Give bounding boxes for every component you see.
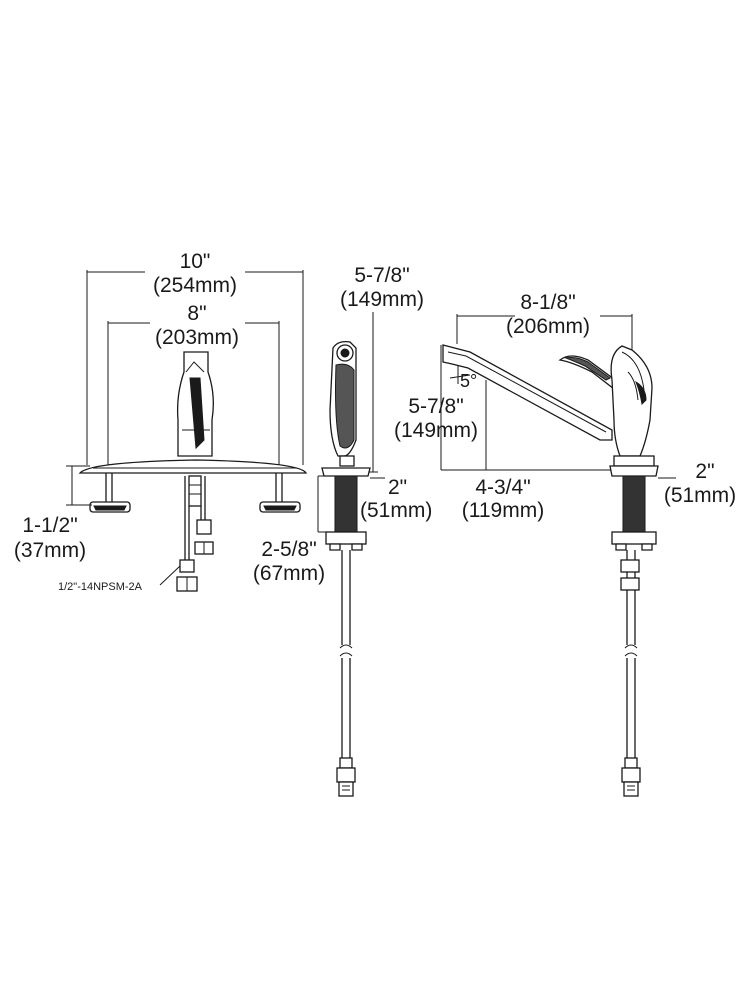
sprayer-shank-mm: (67mm) (253, 562, 325, 585)
side-reach-mm: (119mm) (462, 499, 544, 522)
valve-housing (610, 345, 653, 457)
side-view: 8-1/8" (206mm) 5° 5-7/8" (149mm) 4-3/4" … (394, 291, 736, 797)
side-spout-height-mm: (149mm) (394, 419, 478, 442)
connection-note: 1/2"-14NPSM-2A (58, 581, 143, 593)
sprayer-height-mm: (149mm) (340, 288, 424, 311)
sprayer-view: 5-7/8" (149mm) 2" (51mm) 2-5/8" (67mm) (253, 264, 432, 797)
sprayer-base-mm: (51mm) (360, 499, 432, 522)
front-view: 10" (254mm) 8" (203mm) 1-1/2" (37mm) 1/2… (14, 250, 308, 593)
side-spout-height-in: 5-7/8" (408, 395, 463, 418)
sprayer-base-in: 2" (388, 476, 407, 499)
faucet-spout (442, 344, 613, 441)
sprayer-height-in: 5-7/8" (354, 264, 409, 287)
right-mounting-leg (259, 473, 301, 513)
front-center-spacing-in: 8" (187, 302, 206, 325)
side-base-mm: (51mm) (664, 484, 736, 507)
deck-plate (78, 459, 308, 474)
sprayer-shank (334, 475, 358, 533)
faucet-shank (622, 475, 646, 533)
front-overall-width-mm: (254mm) (153, 274, 237, 297)
front-deck-height-mm: (37mm) (14, 539, 86, 562)
front-overall-width-in: 10" (180, 250, 211, 273)
side-base-in: 2" (695, 460, 714, 483)
sprayer-shank-in: 2-5/8" (261, 538, 316, 561)
left-mounting-leg (89, 473, 131, 513)
side-depth-mm: (206mm) (506, 315, 590, 338)
side-reach-in: 4-3/4" (475, 476, 530, 499)
supply-lines (176, 475, 214, 592)
spout-angle: 5° (460, 371, 477, 391)
side-depth-in: 8-1/8" (520, 291, 575, 314)
front-deck-height-in: 1-1/2" (22, 514, 77, 537)
front-center-spacing-mm: (203mm) (155, 326, 239, 349)
